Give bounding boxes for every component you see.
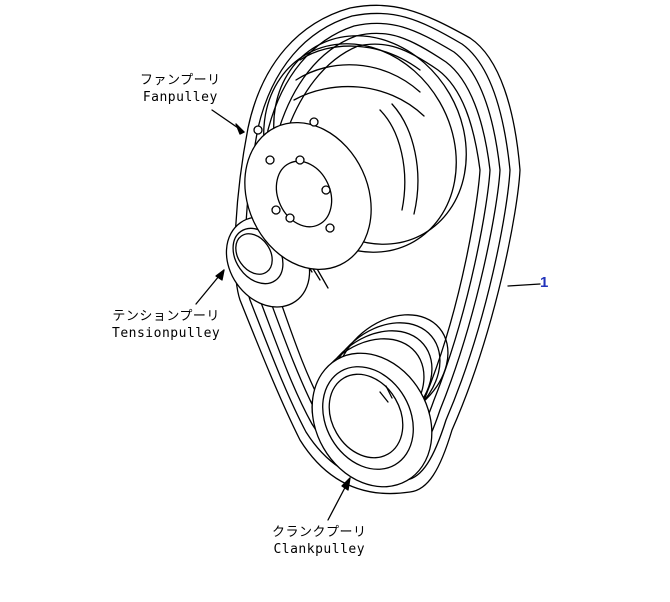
belt-callout-number: 1 [540, 274, 549, 291]
v-belt [234, 4, 521, 495]
fan-pulley-label: ファンプーリ Fanpulley [140, 73, 221, 105]
belt-callout-leader [507, 283, 541, 287]
crank-pulley [311, 314, 449, 488]
tension-pulley-label: テンションプーリ Tensionpulley [112, 309, 221, 341]
fan-pulley [244, 35, 467, 271]
crank-pulley-label: クランクプーリ Clankpulley [272, 525, 367, 557]
